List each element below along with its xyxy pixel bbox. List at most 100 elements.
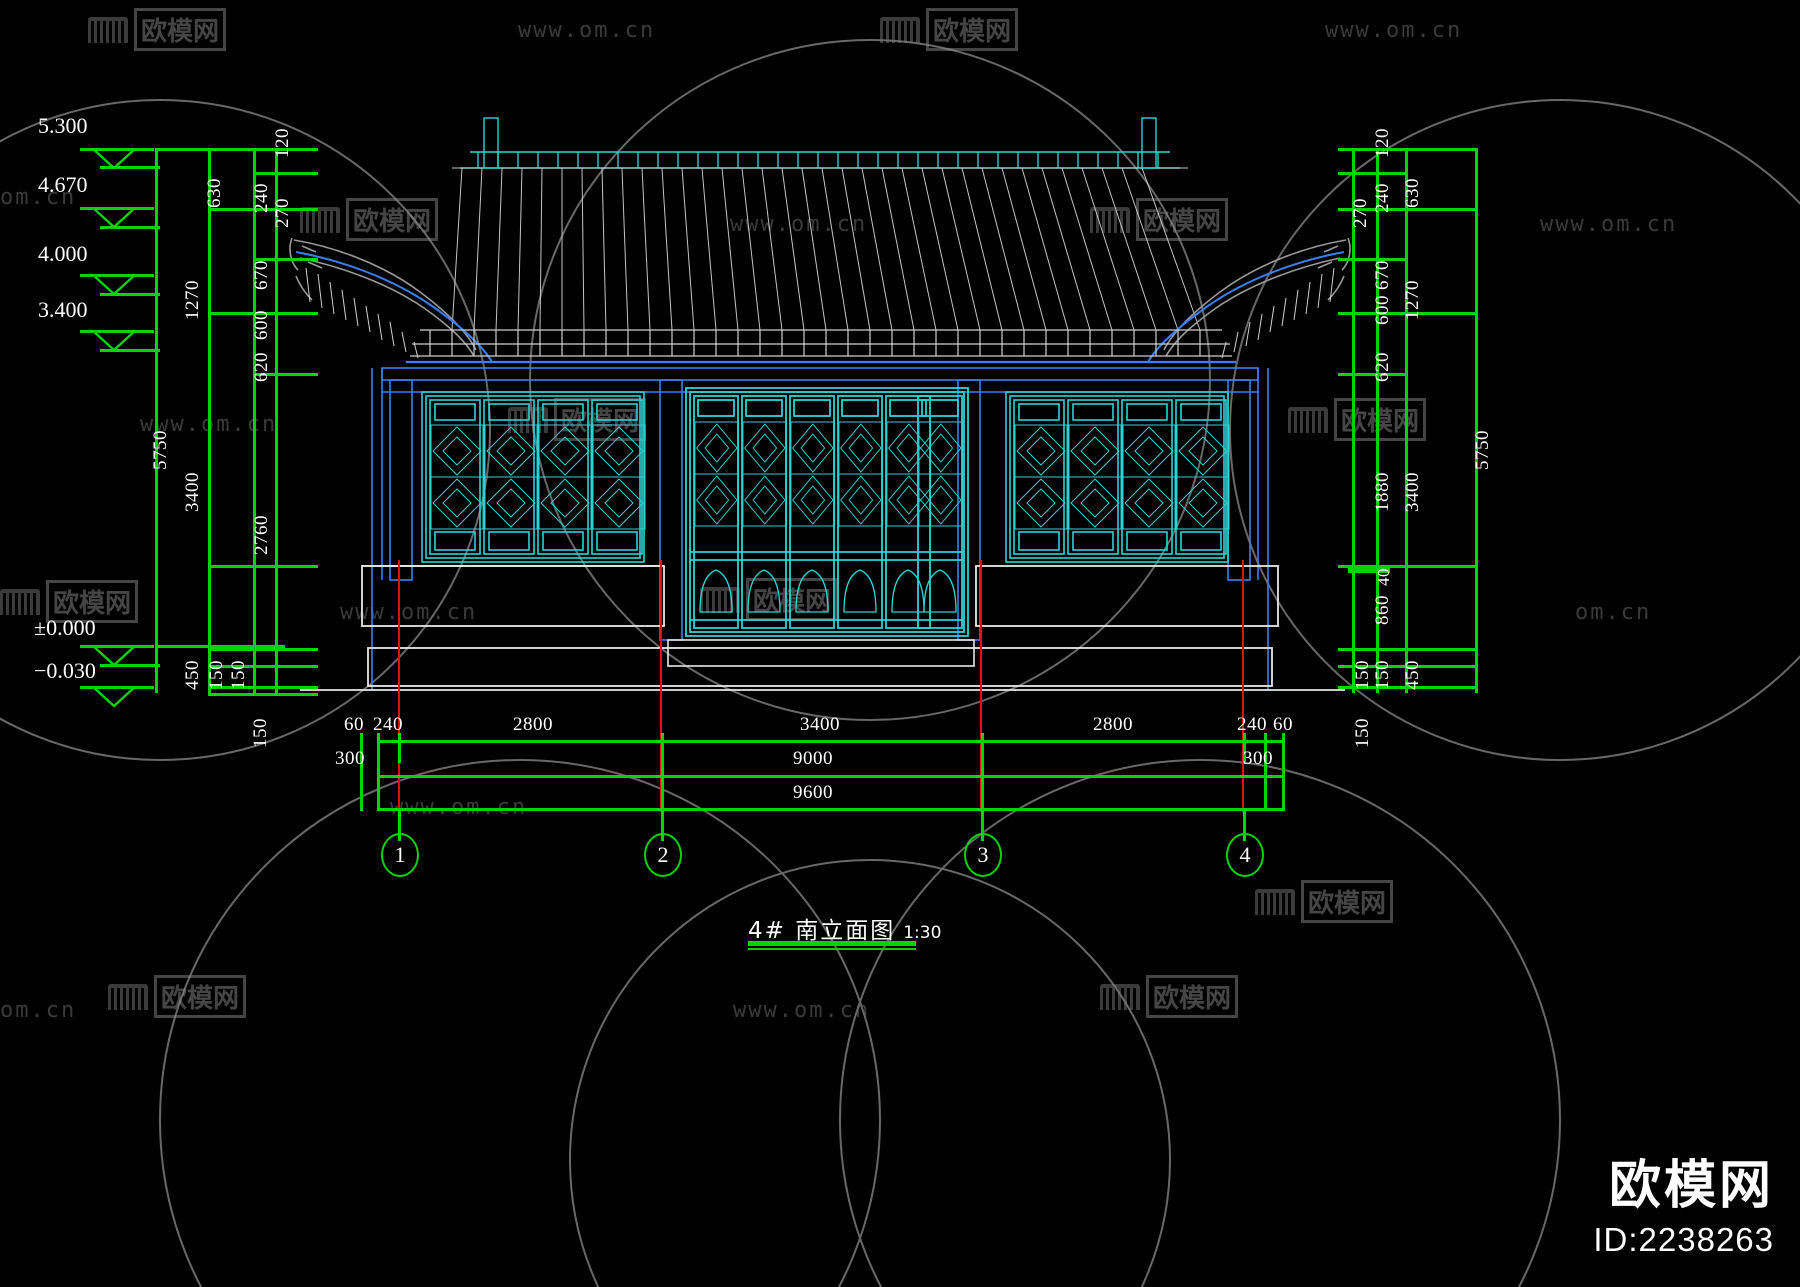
dim-tick [377,733,380,811]
dim-label: 3400 [800,714,840,735]
dim-label: 9600 [793,782,833,803]
axis-leader [981,811,984,841]
level-value: 4.670 [38,172,88,197]
brand-id: ID:2238263 [1593,1221,1774,1258]
dim-line [155,148,158,693]
dim-tick [661,733,664,811]
dim-label: 150 [1372,660,1393,690]
left-eave-sweep [289,237,477,357]
dim-line [208,148,211,693]
level-triangle [92,148,138,170]
plinth-right [975,565,1279,627]
dim-line [275,148,278,693]
dim-label: 2800 [513,714,553,735]
plinth-left [361,565,665,627]
level-leader [100,664,160,667]
level-value: 3.400 [38,297,88,322]
dim-label: 2800 [1093,714,1133,735]
left-eave-rafters [305,267,419,359]
dim-tick [1264,733,1267,811]
axis-leader [398,811,401,841]
right-finial [1141,117,1157,169]
dim-label: 120 [272,128,293,158]
dim-tick [253,172,318,175]
level-triangle [92,645,138,667]
dim-tick-bold [1348,566,1390,573]
axis-bubble-2[interactable]: 2 [644,833,682,877]
dim-tick [1338,648,1478,651]
dim-tick [208,648,318,651]
dim-label: 5750 [150,430,171,470]
level-triangle [92,330,138,352]
dim-label: 630 [1402,178,1423,208]
dim-label: 1880 [1372,472,1393,512]
dim-tick [1338,172,1408,175]
right-eave-blue [1147,251,1345,363]
dim-tick [208,208,318,211]
dim-label: 1270 [1402,280,1423,320]
dim-label: 300 [335,748,365,769]
level-triangle [92,274,138,296]
dim-line [1475,148,1478,693]
level-leader [100,166,160,169]
dim-tick [208,686,318,689]
axis-bubble-1[interactable]: 1 [381,833,419,877]
level-value: −0.030 [34,658,96,683]
title-underline [748,941,916,946]
drawing-title-text: 4# 南立面图 [748,918,896,944]
dim-label: 600 [1372,295,1393,325]
right-eave-sweep [1163,237,1351,357]
dim-label: 3400 [182,472,203,512]
dim-label: 860 [1372,595,1393,625]
level-leader [80,148,154,151]
dim-label: 40 [1374,568,1393,586]
dim-tick [1338,373,1408,376]
level-leader [80,330,154,333]
dim-tick [1338,208,1478,211]
dim-label: 2760 [251,515,272,555]
dim-label: 620 [251,352,272,382]
title-underline-thin [748,948,916,950]
dim-line [1376,148,1379,693]
dim-tick [1338,312,1478,315]
dim-label: 60 [1273,714,1293,735]
axis-bubble-4[interactable]: 4 [1226,833,1264,877]
brand-name: 欧模网 [1608,1155,1774,1216]
dim-label: 150 [1352,660,1373,690]
axis-leader [661,811,664,841]
dim-tick [1282,733,1285,811]
right-eave-rafters [1221,267,1335,359]
dim-tick [253,373,318,376]
dim-label: 150 [1352,718,1373,748]
dim-label: 240 [373,714,403,735]
dim-tick [208,665,318,668]
base-slab [300,647,1345,691]
dim-tick [981,733,984,811]
level-value: 5.300 [38,113,88,138]
dim-tick [155,645,285,648]
dim-label: 600 [251,310,272,340]
dim-label: 450 [182,660,203,690]
level-leader [100,226,160,229]
level-leader [80,207,154,210]
dim-tick [1338,686,1478,689]
dim-label: 240 [1237,714,1267,735]
dim-label: 3400 [1402,472,1423,512]
dim-label: 9000 [793,748,833,769]
dim-label: 670 [251,260,272,290]
dim-tick [155,148,211,151]
dim-tick [208,148,318,151]
brand-block: 欧模网 ID:2238263 [1593,1155,1774,1259]
dim-tick [208,565,318,568]
dim-line [377,740,1282,743]
center-door-group [685,387,969,637]
dim-label: 450 [1402,660,1423,690]
dim-label: 240 [251,183,272,213]
axis-bubble-3[interactable]: 3 [964,833,1002,877]
level-triangle [92,686,138,708]
dim-tick [1338,565,1478,568]
center-step [667,639,975,667]
level-value: ±0.000 [34,615,96,640]
